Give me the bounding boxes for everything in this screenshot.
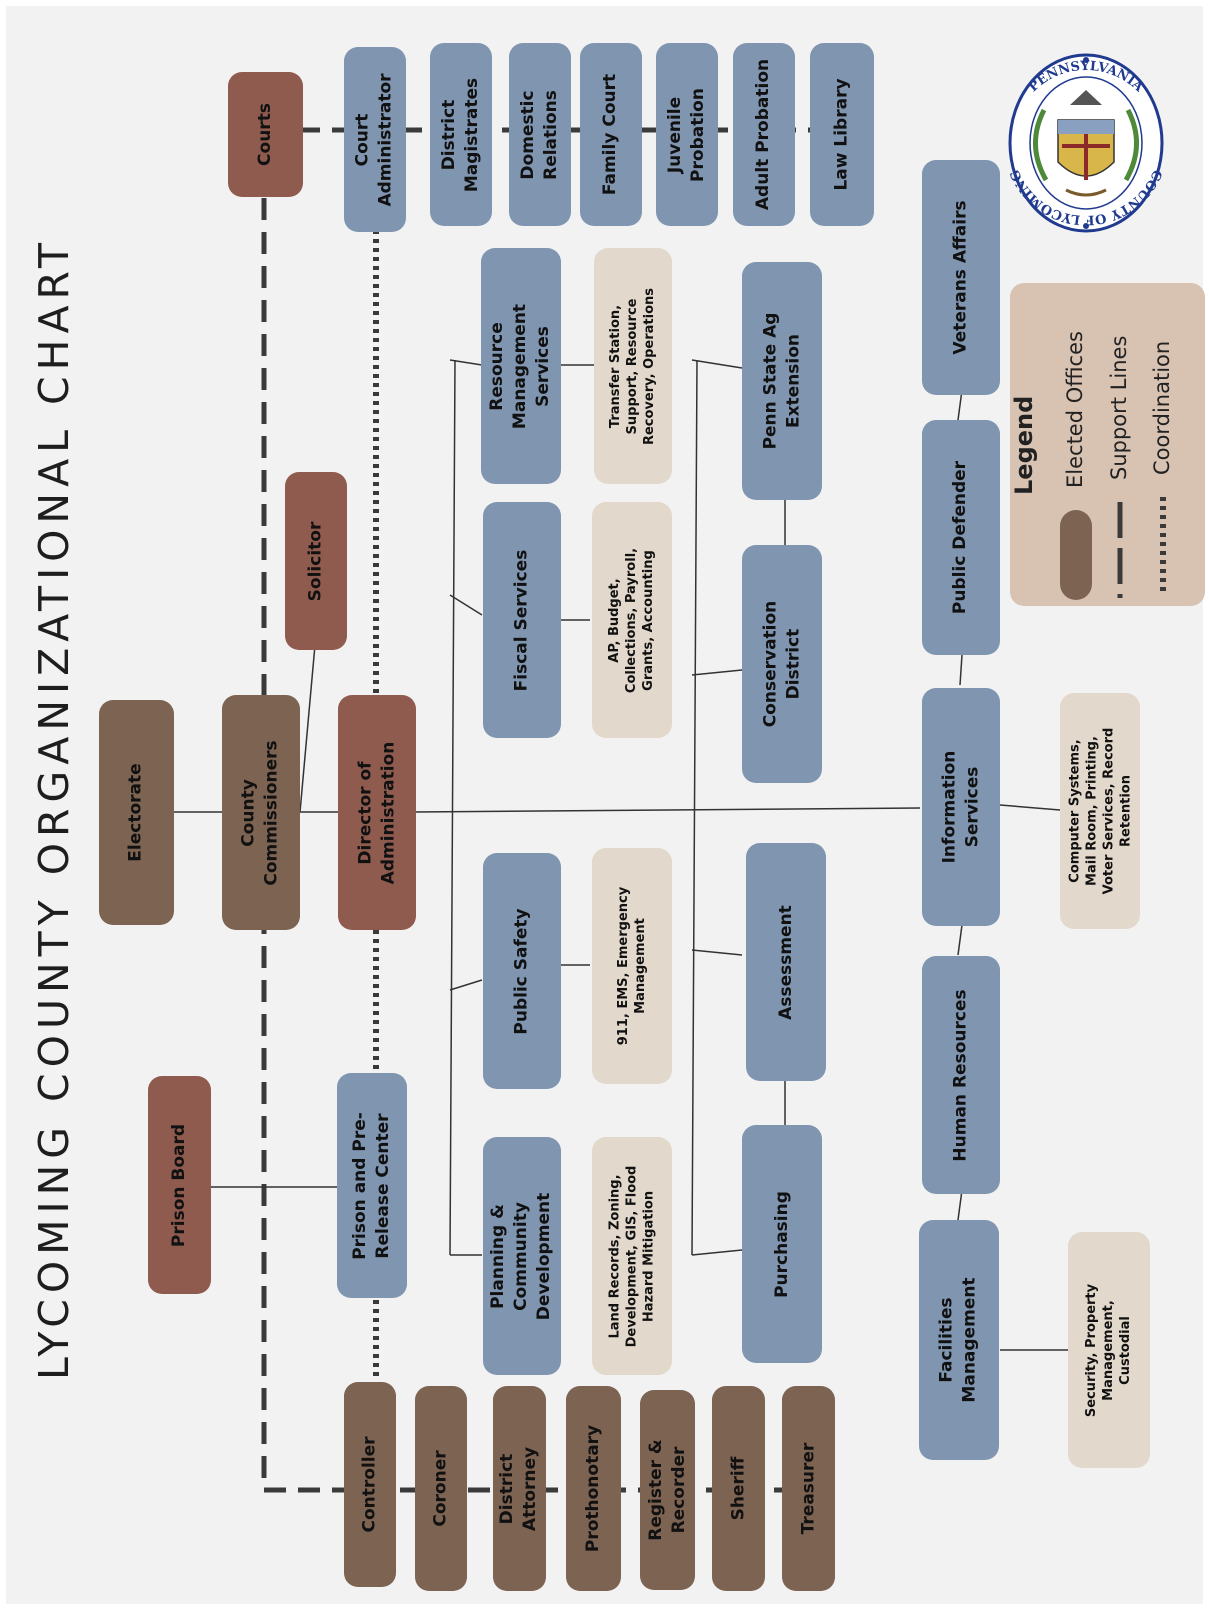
note-public-safety: 911, EMS, Emergency Management	[592, 848, 672, 1084]
legend-elected-label: Elected Offices	[1063, 331, 1087, 488]
node-electorate: Electorate	[99, 700, 174, 925]
node-solicitor: Solicitor	[285, 472, 347, 650]
node-public-defender: Public Defender	[922, 420, 1000, 655]
note-information-services: Computer Systems, Mail Room, Printing, V…	[1060, 693, 1140, 929]
node-resource-management: Resource Management Services	[481, 248, 561, 484]
node-planning: Planning & Community Development	[483, 1137, 561, 1375]
node-juvenile-probation: Juvenile Probation	[656, 43, 718, 226]
node-treasurer: Treasurer	[782, 1386, 835, 1591]
note-facilities-management: Security, Property Management, Custodial	[1068, 1232, 1150, 1468]
legend-coordination-swatch	[1160, 497, 1166, 593]
county-seal-logo: COUNTY OF LYCOMING PENNSYLVANIA	[1008, 53, 1164, 233]
legend-support-swatch	[1117, 502, 1123, 598]
node-county-commissioners: County Commissioners	[222, 695, 300, 930]
legend-elected-swatch	[1060, 510, 1092, 600]
note-planning: Land Records, Zoning, Development, GIS, …	[592, 1137, 672, 1375]
node-district-attorney: District Attorney	[493, 1386, 546, 1591]
node-purchasing: Purchasing	[742, 1125, 822, 1363]
node-sheriff: Sheriff	[712, 1386, 765, 1591]
node-law-library: Law Library	[810, 43, 874, 226]
node-veterans-affairs: Veterans Affairs	[922, 160, 1000, 395]
node-family-court: Family Court	[580, 43, 642, 226]
note-resource-management: Transfer Station, Support, Resource Reco…	[594, 248, 672, 484]
chart-title: LYCOMING COUNTY ORGANIZATIONAL CHART	[30, 236, 78, 1380]
node-domestic-relations: Domestic Relations	[509, 43, 571, 226]
node-district-magistrates: District Magistrates	[430, 43, 492, 226]
node-coroner: Coroner	[415, 1386, 467, 1591]
legend-coordination-label: Coordination	[1150, 340, 1174, 475]
note-fiscal-services: AP, Budget, Collections, Payroll, Grants…	[592, 502, 672, 738]
node-prison-center: Prison and Pre- Release Center	[337, 1073, 407, 1298]
legend-title: Legend	[1010, 395, 1038, 495]
node-register-recorder: Register & Recorder	[640, 1390, 695, 1590]
node-prothonotary: Prothonotary	[566, 1386, 621, 1591]
node-director-administration: Director of Administration	[338, 695, 416, 930]
node-public-safety: Public Safety	[483, 853, 561, 1089]
node-fiscal-services: Fiscal Services	[483, 502, 561, 738]
node-controller: Controller	[344, 1382, 396, 1587]
node-facilities-management: Facilities Management	[919, 1220, 999, 1460]
node-conservation-district: Conservation District	[742, 545, 822, 783]
node-information-services: Information Services	[922, 688, 1000, 926]
node-courts: Courts	[228, 72, 303, 197]
node-assessment: Assessment	[746, 843, 826, 1081]
node-court-administrator: Court Administrator	[344, 47, 406, 232]
node-human-resources: Human Resources	[922, 956, 1000, 1194]
legend	[1010, 283, 1205, 606]
node-adult-probation: Adult Probation	[733, 43, 795, 226]
legend-support-label: Support Lines	[1107, 335, 1131, 480]
node-penn-state-extension: Penn State Ag Extension	[742, 262, 822, 500]
node-prison-board: Prison Board	[148, 1076, 211, 1294]
